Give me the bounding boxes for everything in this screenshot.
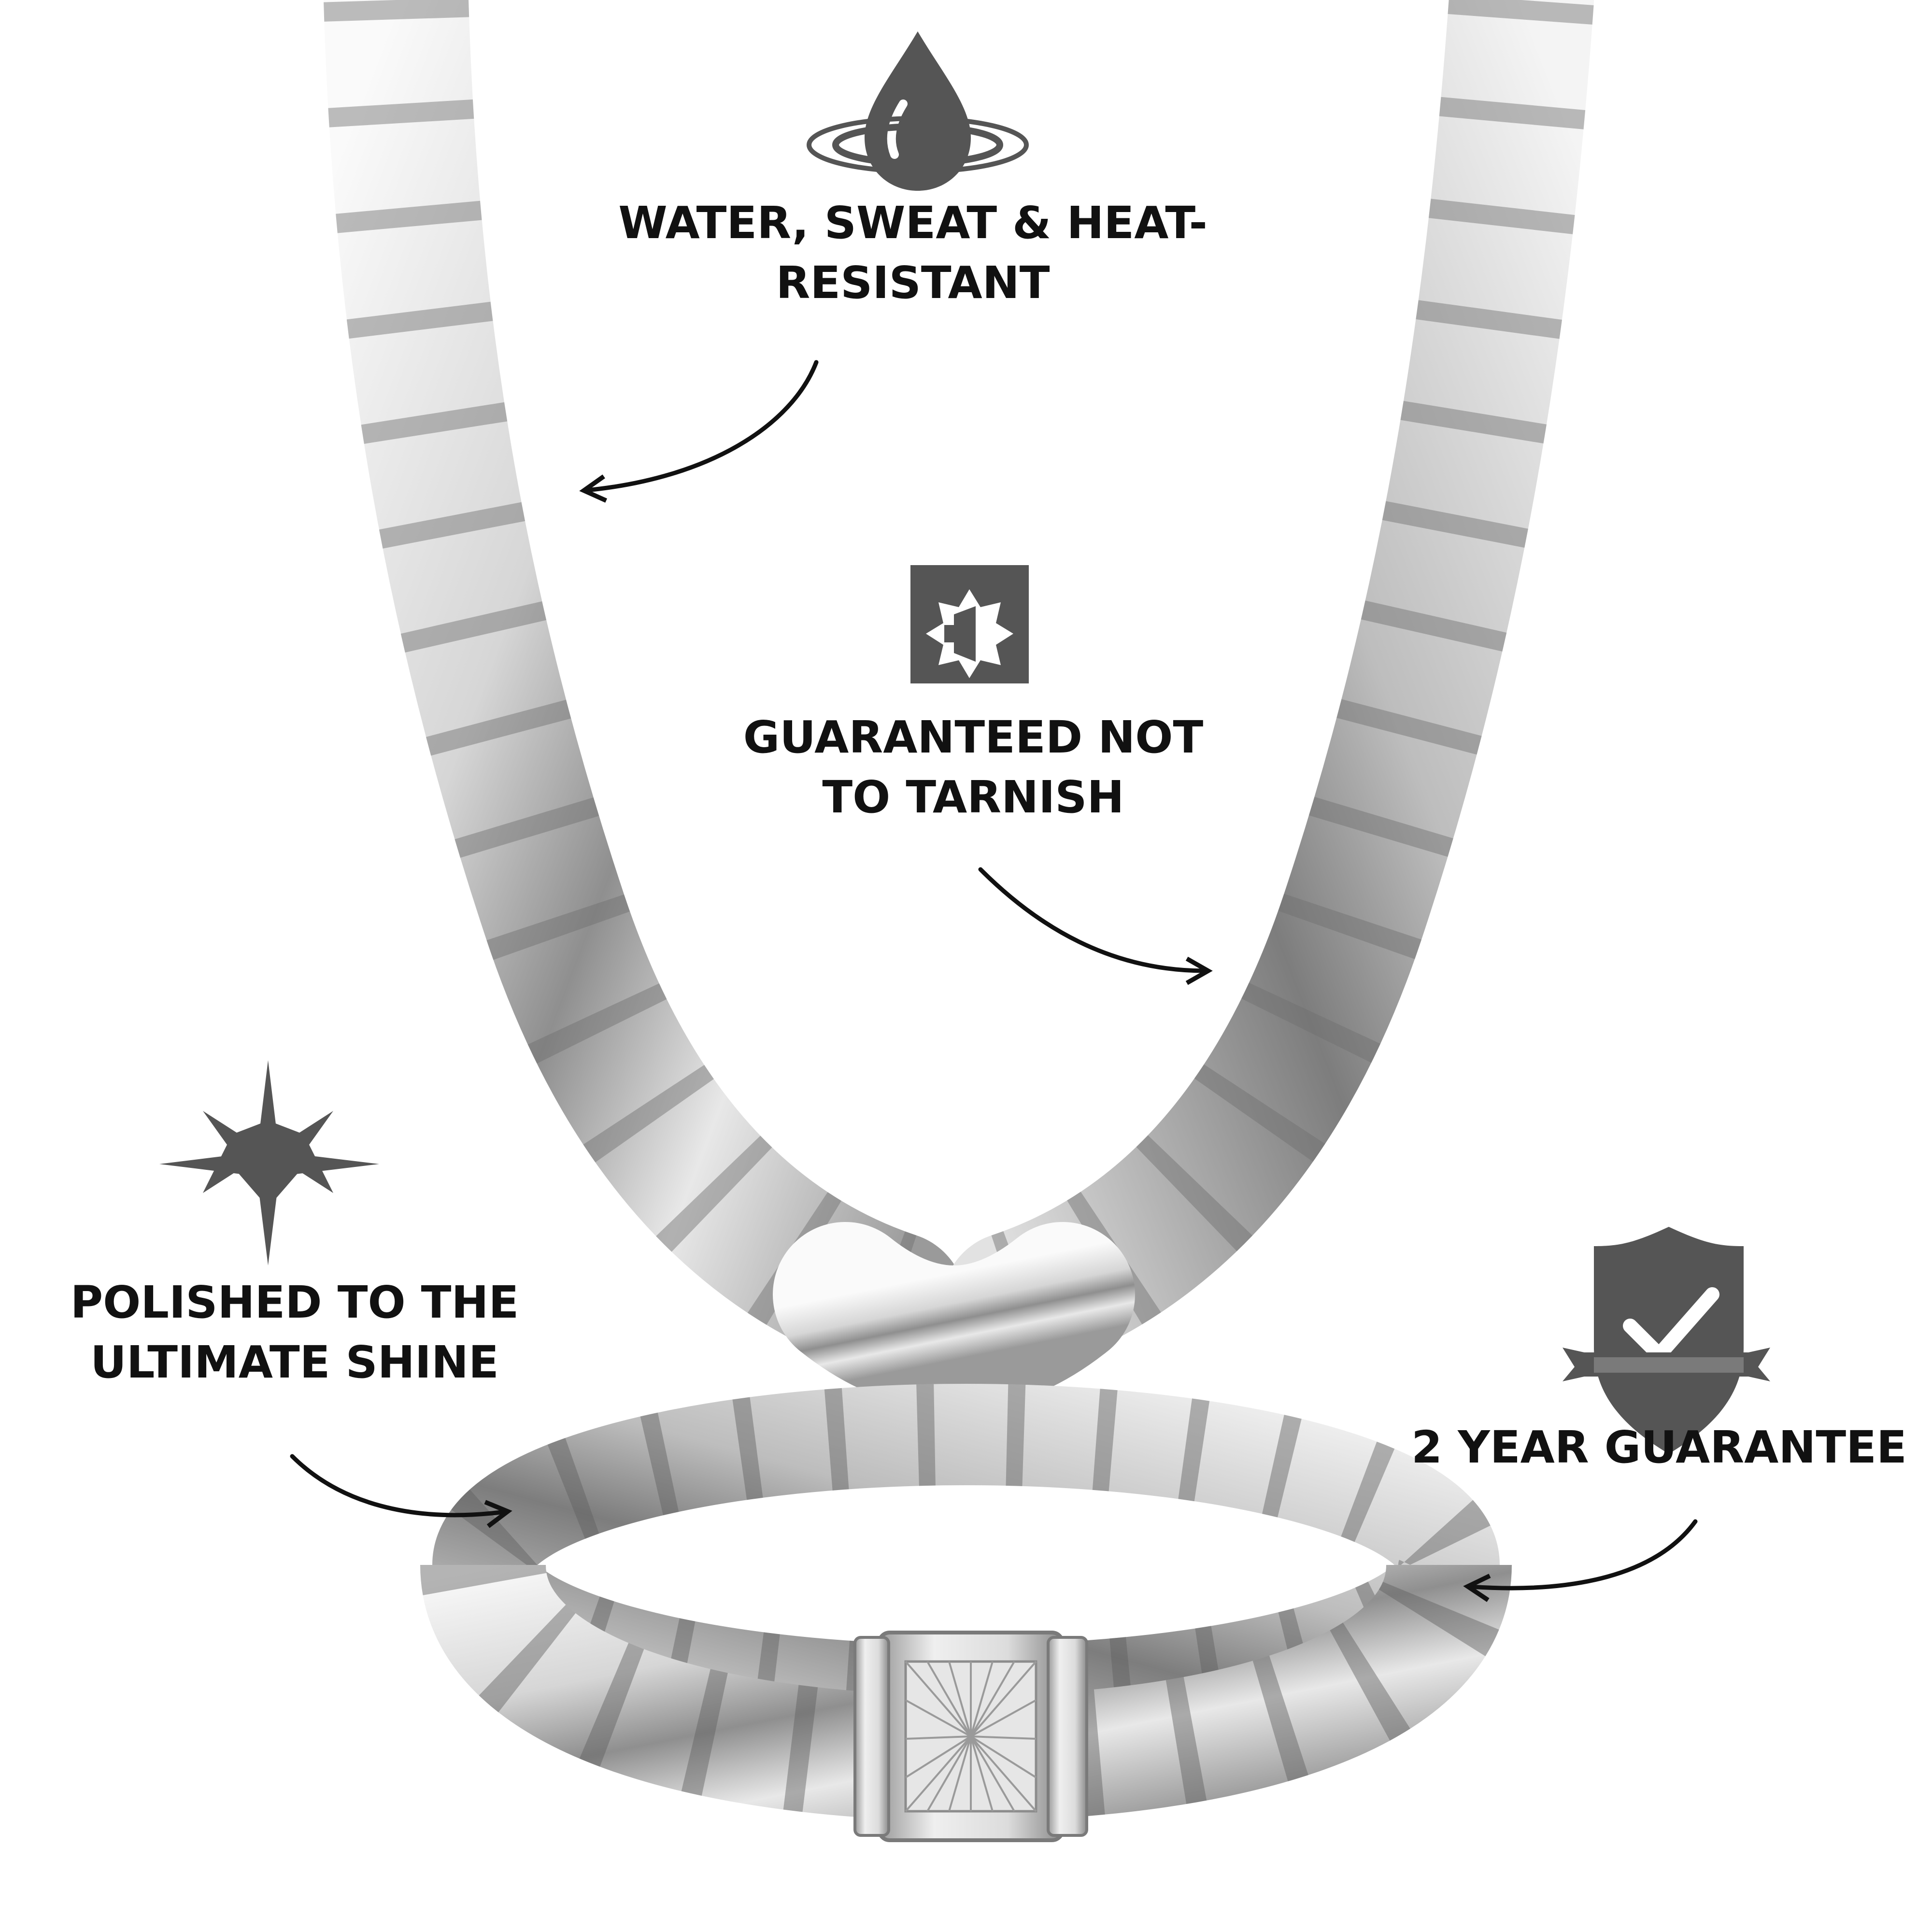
necklace-left-strand — [324, 0, 966, 1377]
arrow-polish — [290, 1454, 512, 1528]
arrow-water — [579, 360, 819, 503]
necklace-bottom — [773, 1222, 1135, 1410]
no-tarnish-line1: GUARANTEED NOT — [743, 711, 1204, 763]
water-resistant-line2: RESISTANT — [776, 257, 1050, 309]
anti-tarnish-icon — [910, 565, 1029, 683]
arrows — [290, 360, 1698, 1602]
polished-line2: ULTIMATE SHINE — [90, 1336, 499, 1389]
guarantee-line1: 2 YEAR GUARANTEE — [1411, 1421, 1907, 1473]
guarantee-label: 2 YEAR GUARANTEE — [1401, 1418, 1918, 1477]
water-resistant-label: WATER, SWEAT & HEAT- RESISTANT — [575, 193, 1251, 313]
necklace — [324, 0, 1594, 1410]
polished-label: POLISHED TO THE ULTIMATE SHINE — [29, 1273, 560, 1392]
arrow-guarantee — [1463, 1519, 1698, 1602]
necklace-right-strand — [942, 0, 1594, 1377]
arrow-tarnish — [978, 867, 1213, 985]
no-tarnish-label: GUARANTEED NOT TO TARNISH — [671, 708, 1275, 827]
shield-check-icon — [1563, 1227, 1770, 1454]
bracelet-clasp — [853, 1631, 1088, 1842]
bracelet — [420, 1384, 1512, 1842]
sparkle-icon — [159, 1060, 379, 1265]
water-resistant-line1: WATER, SWEAT & HEAT- — [618, 197, 1208, 249]
no-tarnish-line2: TO TARNISH — [822, 771, 1124, 824]
polished-line1: POLISHED TO THE — [70, 1277, 519, 1328]
water-drop-icon — [807, 31, 1029, 191]
